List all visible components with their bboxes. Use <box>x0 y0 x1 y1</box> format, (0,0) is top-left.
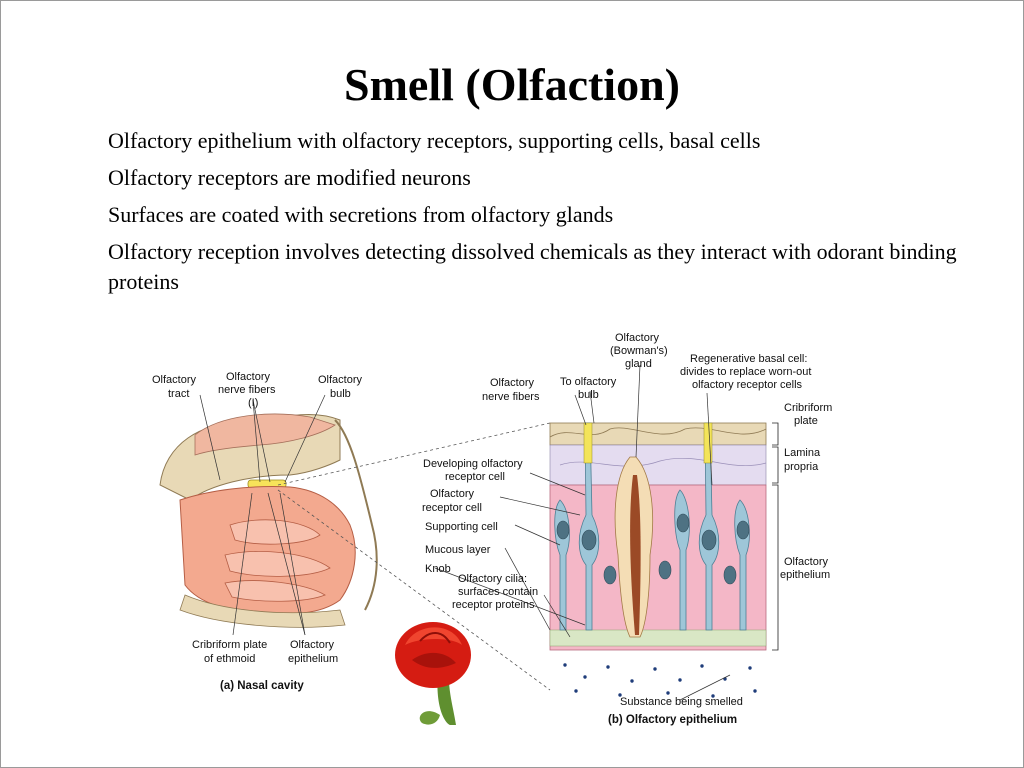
label-olfactory-epithelium: Olfactory <box>290 639 335 651</box>
label-olfactory-bulb: bulb <box>330 388 351 400</box>
label-receptor-cell: Olfactory <box>430 488 475 500</box>
label-olfactory-tract: tract <box>168 388 189 400</box>
label-to-olfactory-bulb: To olfactory <box>560 376 617 388</box>
label-olfactory-gland: gland <box>625 358 652 370</box>
label-olfactory-cilia: Olfactory cilia: <box>458 573 527 585</box>
label-developing-receptor: Developing olfactory <box>423 458 523 470</box>
label-knob: Knob <box>425 563 451 575</box>
label-olfactory-epithelium: epithelium <box>288 653 338 665</box>
caption-nasal-cavity: (a) Nasal cavity <box>220 680 304 692</box>
label-olfactory-tract: Olfactory <box>152 374 197 386</box>
olfactory-epithelium-illustration <box>434 364 779 701</box>
label-basal-cell: divides to replace worn-out <box>680 366 811 378</box>
bullet-item: Olfactory receptors are modified neurons <box>108 165 471 190</box>
label-olfactory-epithelium-b: Olfactory <box>784 556 829 568</box>
label-to-olfactory-bulb: bulb <box>578 389 599 401</box>
slide-title: Smell (Olfaction) <box>344 59 680 110</box>
label-cribriform-plate: of ethmoid <box>204 653 255 665</box>
label-supporting-cell: Supporting cell <box>425 521 498 533</box>
label-basal-cell: olfactory receptor cells <box>692 379 803 391</box>
label-nerve-fibers: Olfactory <box>226 371 271 383</box>
bullet-item: Surfaces are coated with secretions from… <box>108 202 614 227</box>
label-olfactory-gland: Olfactory <box>615 332 660 344</box>
label-olfactory-epithelium-b: epithelium <box>780 569 830 581</box>
label-cribriform-plate: Cribriform plate <box>192 639 267 651</box>
olfaction-figure: Olfactory tract Olfactory nerve fibers (… <box>140 325 860 745</box>
olfaction-illustration: Olfactory tract Olfactory nerve fibers (… <box>152 332 832 726</box>
label-olfactory-cilia: receptor proteins <box>452 599 535 611</box>
label-lamina-propria: propria <box>784 461 819 473</box>
rose-illustration <box>395 622 471 725</box>
nasal-cavity-illustration <box>159 394 551 691</box>
label-nerve-fibers: nerve fibers <box>218 384 276 396</box>
caption-olfactory-epithelium: (b) Olfactory epithelium <box>608 714 737 726</box>
label-olfactory-gland: (Bowman's) <box>610 345 668 357</box>
label-lamina-propria: Lamina <box>784 447 821 459</box>
label-nerve-fibers: (I) <box>248 397 258 409</box>
label-nerve-fibers-b: nerve fibers <box>482 391 540 403</box>
bullet-list: Olfactory epithelium with olfactory rece… <box>108 126 1023 304</box>
label-mucous-layer: Mucous layer <box>425 544 491 556</box>
label-basal-cell: Regenerative basal cell: <box>690 353 807 365</box>
label-olfactory-cilia: surfaces contain <box>458 586 538 598</box>
label-nerve-fibers-b: Olfactory <box>490 377 535 389</box>
label-substance-smelled: Substance being smelled <box>620 696 743 708</box>
label-developing-receptor: receptor cell <box>445 471 505 483</box>
label-cribriform-plate-b: plate <box>794 415 818 427</box>
label-cribriform-plate-b: Cribriform <box>784 402 832 414</box>
bullet-item: Olfactory epithelium with olfactory rece… <box>108 128 761 153</box>
label-receptor-cell: receptor cell <box>422 502 482 514</box>
bullet-item: Olfactory reception involves detecting d… <box>108 239 957 294</box>
label-olfactory-bulb: Olfactory <box>318 374 363 386</box>
